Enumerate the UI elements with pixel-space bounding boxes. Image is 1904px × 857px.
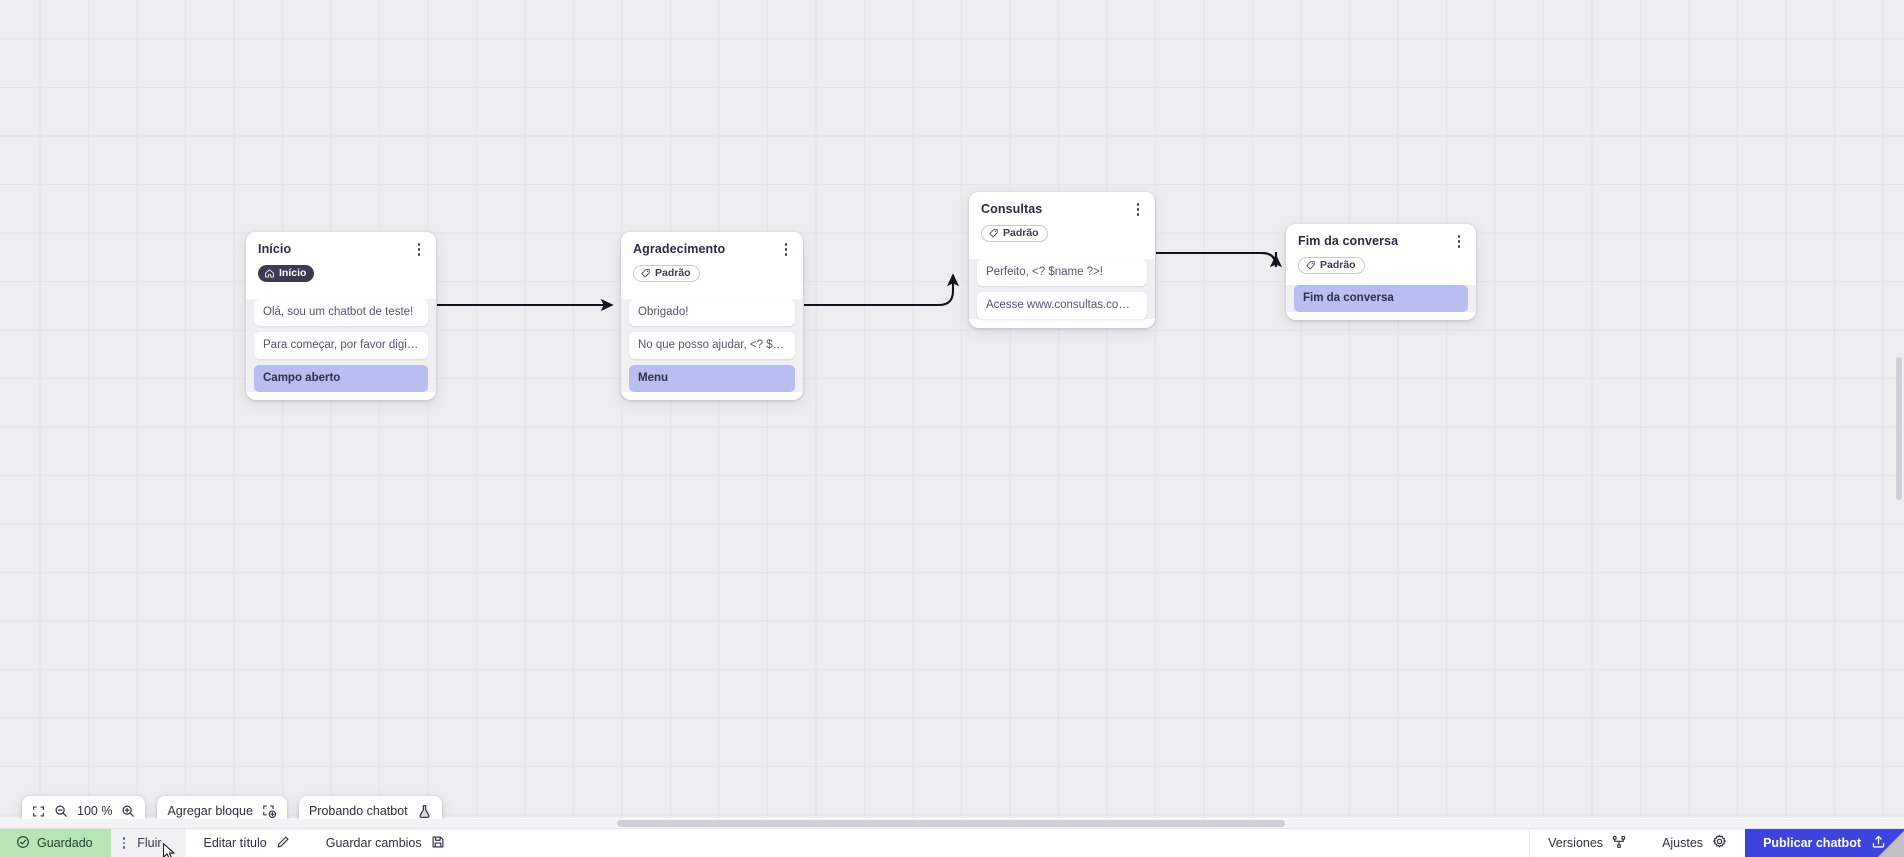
flask-icon: [417, 804, 432, 819]
zoom-level-label: 100 %: [77, 804, 113, 818]
flow-node-fim-da-conversa[interactable]: Fim da conversa Padrão Fim da conversa: [1286, 224, 1476, 320]
versions-label: Versiones: [1548, 836, 1604, 850]
tag-icon: [988, 228, 999, 239]
node-menu-icon[interactable]: [1452, 233, 1466, 250]
node-title: Fim da conversa: [1298, 234, 1399, 248]
node-action[interactable]: Fim da conversa: [1294, 285, 1468, 312]
node-action[interactable]: Menu: [629, 365, 795, 392]
node-message[interactable]: Perfeito, <? $name ?>!: [977, 259, 1147, 286]
vertical-dots-icon[interactable]: [122, 836, 126, 850]
check-circle-icon: [16, 835, 30, 852]
horizontal-scrollbar[interactable]: [0, 819, 1904, 828]
vertical-scrollbar[interactable]: [1895, 0, 1904, 808]
flow-canvas[interactable]: Início Início Olá, sou um chatbot de tes…: [0, 0, 1904, 818]
upload-icon: [1871, 834, 1886, 852]
test-chatbot-label: Probando chatbot: [308, 804, 408, 818]
node-body: Fim da conversa: [1286, 285, 1476, 312]
node-action[interactable]: Campo aberto: [254, 365, 428, 392]
node-message[interactable]: Acesse www.consultas.com par...: [977, 292, 1147, 319]
branch-icon: [1612, 835, 1626, 852]
publish-label: Publicar chatbot: [1763, 836, 1861, 850]
save-icon: [431, 835, 445, 852]
node-message[interactable]: Obrigado!: [629, 299, 795, 326]
node-title: Consultas: [981, 202, 1043, 216]
node-badge-label: Padrão: [1003, 227, 1039, 239]
statusbar-spacer: [463, 829, 1530, 857]
edit-title-button[interactable]: Editar título: [186, 829, 308, 857]
tab-fluir-label: Fluir: [137, 836, 162, 850]
node-header: Início Início: [246, 232, 436, 293]
node-body: Obrigado! No que posso ajudar, <? $name …: [621, 299, 803, 392]
node-body: Perfeito, <? $name ?>! Acesse www.consul…: [969, 259, 1155, 319]
settings-label: Ajustes: [1662, 836, 1704, 850]
gear-icon: [1712, 834, 1727, 852]
saved-status-label: Guardado: [37, 836, 93, 850]
add-block-label: Agregar bloque: [167, 804, 253, 818]
node-title: Início: [258, 242, 292, 256]
edit-title-label: Editar título: [203, 836, 267, 850]
node-message[interactable]: No que posso ajudar, <? $name ...: [629, 332, 795, 359]
home-icon: [264, 268, 275, 279]
node-badge-label: Padrão: [1320, 259, 1356, 271]
vertical-scrollbar-thumb[interactable]: [1896, 357, 1902, 500]
node-title: Agradecimento: [633, 242, 726, 256]
node-badge-start: Início: [258, 265, 315, 282]
edge-consultas-fim: [1156, 251, 1278, 268]
versions-button[interactable]: Versiones: [1530, 829, 1644, 857]
node-menu-icon[interactable]: [412, 241, 426, 258]
edge-consultas-fim-tail: [1156, 251, 1283, 268]
edge-agradecimento-consultas: [804, 273, 960, 307]
saved-status-badge: Guardado: [0, 829, 111, 857]
node-badge-default: Padrão: [1298, 257, 1365, 274]
node-menu-icon[interactable]: [779, 241, 793, 258]
save-changes-button[interactable]: Guardar cambios: [308, 829, 463, 857]
status-bar: Guardado Fluir Editar título Guardar cam…: [0, 828, 1904, 857]
node-header: Consultas Padrão: [969, 192, 1155, 253]
tab-fluir[interactable]: Fluir: [110, 829, 186, 857]
node-badge-label: Padrão: [655, 267, 691, 279]
horizontal-scrollbar-thumb[interactable]: [617, 820, 1285, 827]
add-block-icon: [262, 804, 277, 819]
node-badge-label: Início: [279, 267, 307, 279]
node-menu-icon[interactable]: [1131, 201, 1145, 218]
flow-node-inicio[interactable]: Início Início Olá, sou um chatbot de tes…: [246, 232, 436, 400]
node-message[interactable]: Olá, sou um chatbot de teste!: [254, 299, 428, 326]
tag-icon: [640, 268, 651, 279]
node-message[interactable]: Para começar, por favor digite o ...: [254, 332, 428, 359]
flow-node-consultas[interactable]: Consultas Padrão Perfeito, <? $name ?>!: [969, 192, 1155, 328]
pencil-icon: [276, 835, 290, 852]
zoom-in-icon[interactable]: [121, 804, 135, 818]
node-header: Agradecimento Padrão: [621, 232, 803, 293]
node-badge-default: Padrão: [981, 225, 1048, 242]
node-badge-default: Padrão: [633, 265, 700, 282]
statusbar-right-group: Versiones Ajustes: [1529, 829, 1904, 857]
flow-node-agradecimento[interactable]: Agradecimento Padrão Obrigado! No q: [621, 232, 803, 400]
settings-button[interactable]: Ajustes: [1644, 829, 1745, 857]
node-body: Olá, sou um chatbot de teste! Para começ…: [246, 299, 436, 392]
flow-edges: [437, 251, 1283, 312]
node-header: Fim da conversa Padrão: [1286, 224, 1476, 285]
tag-icon: [1305, 260, 1316, 271]
zoom-out-icon[interactable]: [54, 804, 68, 818]
publish-chatbot-button[interactable]: Publicar chatbot: [1745, 829, 1904, 857]
fit-screen-icon[interactable]: [32, 805, 45, 818]
save-changes-label: Guardar cambios: [325, 836, 422, 850]
